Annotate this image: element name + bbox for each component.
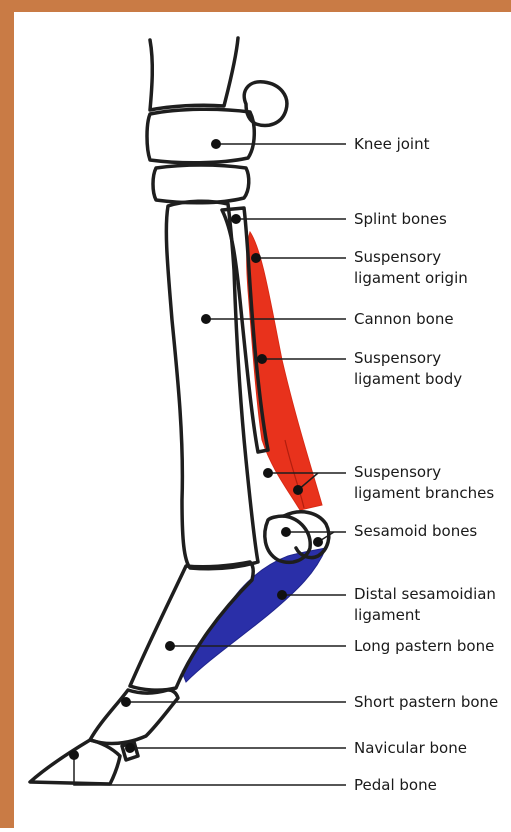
label-sesamoid-bones: Sesamoid bones [354, 521, 477, 542]
label-distal-sesamoidian: Distal sesamoidian ligament [354, 584, 496, 626]
frame-left-border [0, 0, 14, 828]
dot-long-pastern [165, 641, 175, 651]
cannon-bone-outline [166, 201, 258, 569]
label-suspensory-body: Suspensory ligament body [354, 348, 462, 390]
label-distal-sesamoidian-line1: Distal sesamoidian [354, 584, 496, 605]
label-suspensory-body-line2: ligament body [354, 369, 462, 390]
dot-pedal [69, 750, 79, 760]
label-pedal: Pedal bone [354, 775, 437, 796]
label-distal-sesamoidian-line2: ligament [354, 605, 496, 626]
label-short-pastern: Short pastern bone [354, 692, 498, 713]
dot-suspensory-origin [251, 253, 261, 263]
short-pastern-bone-outline [90, 690, 178, 743]
label-splint-bones: Splint bones [354, 209, 447, 230]
dot-sesamoid-1 [281, 527, 291, 537]
carpal-bone-lower [153, 165, 249, 203]
label-suspensory-branches: Suspensory ligament branches [354, 462, 494, 504]
dot-sesamoid-2 [313, 537, 323, 547]
label-navicular: Navicular bone [354, 738, 467, 759]
label-suspensory-branches-line2: ligament branches [354, 483, 494, 504]
dot-suspensory-body [257, 354, 267, 364]
carpal-bone-upper [147, 109, 254, 163]
label-suspensory-branches-line1: Suspensory [354, 462, 494, 483]
label-suspensory-origin-line1: Suspensory [354, 247, 468, 268]
dot-short-pastern [121, 697, 131, 707]
label-suspensory-origin: Suspensory ligament origin [354, 247, 468, 289]
dot-navicular [125, 743, 135, 753]
pedal-bone-outline [30, 740, 120, 784]
label-suspensory-body-line1: Suspensory [354, 348, 462, 369]
dot-knee-joint [211, 139, 221, 149]
label-cannon-bone: Cannon bone [354, 309, 454, 330]
dot-distal-sesamoidian [277, 590, 287, 600]
label-knee-joint: Knee joint [354, 134, 429, 155]
frame-top-border [0, 0, 511, 12]
dot-cannon-bone [201, 314, 211, 324]
dot-suspensory-branch-2 [293, 485, 303, 495]
dot-suspensory-branch-1 [263, 468, 273, 478]
label-long-pastern: Long pastern bone [354, 636, 494, 657]
accessory-carpal-bone [244, 82, 287, 126]
dot-splint-bones [231, 214, 241, 224]
forearm-bone [150, 38, 238, 110]
label-suspensory-origin-line2: ligament origin [354, 268, 468, 289]
